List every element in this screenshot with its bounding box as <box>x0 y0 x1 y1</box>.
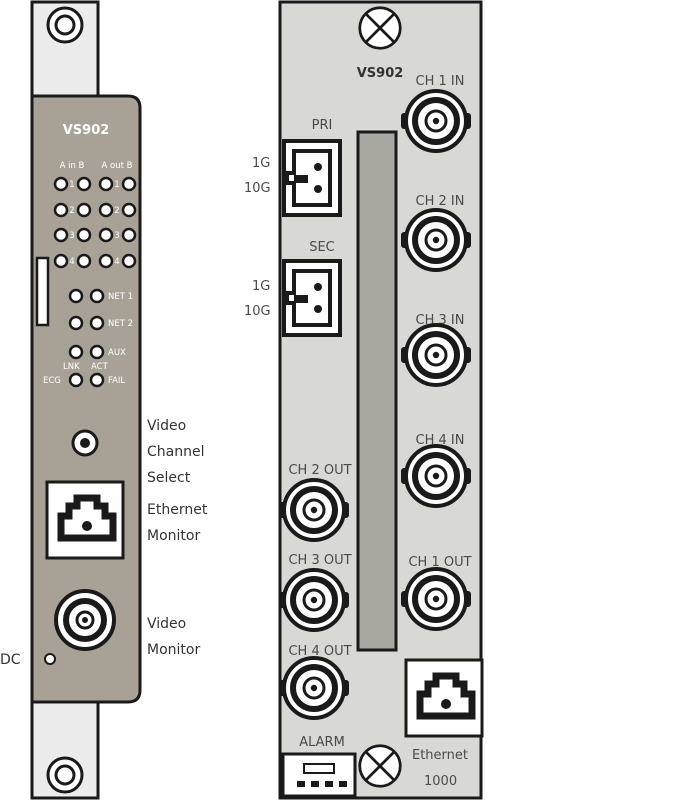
callout-ethernet-monitor-2: Monitor <box>147 528 200 544</box>
led <box>53 253 69 269</box>
ethernet-speed-label: 1000 <box>424 774 457 789</box>
ch2-in-label: CH 2 IN <box>416 194 465 209</box>
led-matrix <box>53 176 137 269</box>
led-row-1-label-a: 1 <box>69 180 74 190</box>
aux-led-a <box>68 344 84 360</box>
act-led <box>89 372 105 388</box>
net1-label: NET 1 <box>108 292 133 302</box>
aux-led-b <box>89 344 105 360</box>
front-panel: VS902 A in B A out B 1 1 2 2 <box>30 0 142 800</box>
led <box>98 176 114 192</box>
callout-dc: DC <box>0 652 21 668</box>
led-header-a-out-b: A out B <box>102 161 133 171</box>
lnk-led <box>68 372 84 388</box>
led <box>121 176 137 192</box>
sec-10g-label: 10G <box>244 304 271 319</box>
callout-video-channel-select-3: Select <box>147 470 191 486</box>
front-model-label: VS902 <box>63 123 110 138</box>
led <box>98 202 114 218</box>
net2-label: NET 2 <box>108 319 133 329</box>
callout-ethernet-monitor-1: Ethernet <box>147 502 208 518</box>
sec-1g-label: 1G <box>252 279 270 294</box>
act-label: ACT <box>91 362 109 372</box>
video-channel-select-button[interactable] <box>71 429 99 457</box>
ch2-out-label: CH 2 OUT <box>288 463 351 478</box>
led-row-2-label-b: 2 <box>114 206 119 216</box>
led-row-3-label-b: 3 <box>114 231 119 241</box>
aux-label: AUX <box>108 348 126 358</box>
led <box>53 227 69 243</box>
center-card-bar <box>356 130 398 652</box>
callout-video-monitor-1: Video <box>147 616 186 632</box>
pri-10g-label: 10G <box>244 181 271 196</box>
led-row-2-label-a: 2 <box>69 206 74 216</box>
ecg-label: ECG <box>43 376 61 386</box>
led <box>121 253 137 269</box>
rear-panel: VS902 PRI SEC CH 1 IN CH 2 IN CH 3 IN CH… <box>279 0 482 800</box>
lnk-label: LNK <box>63 362 80 372</box>
led <box>76 176 92 192</box>
led <box>98 227 114 243</box>
callout-video-channel-select-1: Video <box>147 418 186 434</box>
led <box>53 176 69 192</box>
led-row-3-label-a: 3 <box>69 231 74 241</box>
net2-led-b <box>89 315 105 331</box>
led <box>76 253 92 269</box>
video-monitor-bnc-icon[interactable] <box>54 589 116 651</box>
led <box>53 202 69 218</box>
led <box>76 227 92 243</box>
card-ejector-slot <box>35 256 50 327</box>
pri-1g-label: 1G <box>252 156 270 171</box>
led-row-4-label-b: 4 <box>114 257 119 267</box>
led-row-1-label-b: 1 <box>114 180 119 190</box>
led <box>98 253 114 269</box>
dc-led <box>44 653 56 665</box>
ch4-in-label: CH 4 IN <box>416 433 465 448</box>
fail-label: FAIL <box>108 376 125 386</box>
ch3-out-label: CH 3 OUT <box>288 553 351 568</box>
ethernet-1000-port-icon[interactable] <box>406 660 482 736</box>
led-header-a-in-b: A in B <box>60 161 85 171</box>
sec-label: SEC <box>309 240 335 255</box>
ethernet-monitor-port-icon[interactable] <box>47 482 123 558</box>
pri-label: PRI <box>312 118 333 133</box>
net2-led-a <box>68 315 84 331</box>
sec-sfp-port-icon[interactable] <box>282 259 342 337</box>
led <box>76 202 92 218</box>
bottom-mounting-hole-icon <box>46 756 84 794</box>
ethernet-label: Ethernet <box>412 748 468 763</box>
callout-video-monitor-2: Monitor <box>147 642 200 658</box>
alarm-label: ALARM <box>299 735 345 750</box>
led <box>121 227 137 243</box>
ch4-out-label: CH 4 OUT <box>288 644 351 659</box>
ch1-out-label: CH 1 OUT <box>408 555 471 570</box>
bottom-screw-icon <box>358 744 402 788</box>
callout-video-channel-select-2: Channel <box>147 444 204 460</box>
top-mounting-hole-icon <box>46 6 84 44</box>
led-row-4-label-a: 4 <box>69 257 74 267</box>
rear-model-label: VS902 <box>357 66 404 81</box>
alarm-connector-icon[interactable] <box>281 752 357 798</box>
ch1-in-label: CH 1 IN <box>416 74 465 89</box>
net1-led-b <box>89 288 105 304</box>
net1-led-a <box>68 288 84 304</box>
led <box>121 202 137 218</box>
top-screw-icon <box>358 6 402 50</box>
pri-sfp-port-icon[interactable] <box>282 139 342 217</box>
